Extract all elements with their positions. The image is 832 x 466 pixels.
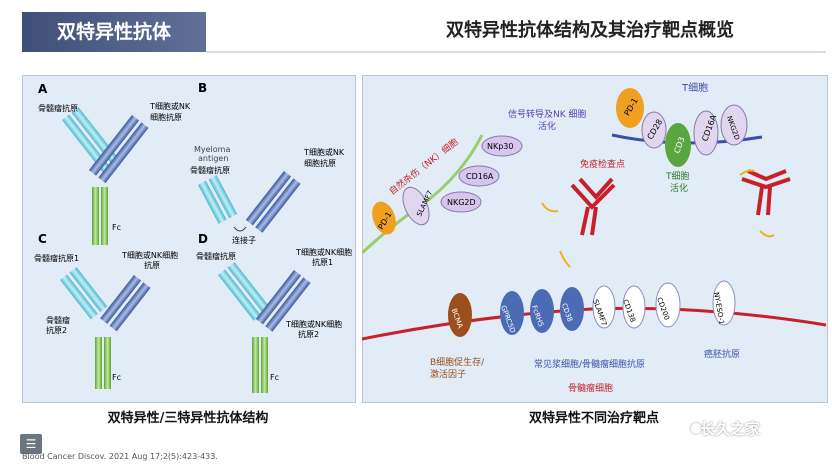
citation: Blood Cancer Discov. 2021 Aug 17;2(5):42… — [22, 452, 218, 461]
c-left-label-1: 骨髓瘤抗原1 — [34, 253, 79, 263]
header-tag-background — [22, 12, 206, 52]
label-d: D — [198, 232, 208, 246]
arrow-icon — [541, 202, 559, 213]
d-right-label-2: 抗原1 — [312, 257, 333, 267]
a-left-label: 骨髓瘤抗原 — [38, 103, 78, 113]
d-right-label-3: T细胞或NK细胞 — [285, 319, 342, 329]
c-right-label-1: T细胞或NK细胞 — [121, 250, 178, 260]
t-activation-label-2: 活化 — [670, 182, 688, 194]
cd138-marker — [622, 285, 646, 329]
nk-nkp30-marker — [481, 135, 523, 157]
label-c: C — [38, 232, 47, 246]
myeloma-membrane — [362, 306, 826, 341]
nk-cd16a-marker — [458, 165, 500, 187]
b-right-label-2: 细胞抗原 — [304, 158, 336, 168]
arrow-icon — [739, 169, 755, 176]
t-nkg2d-marker — [720, 104, 748, 146]
menu-icon[interactable]: ☰ — [20, 434, 42, 454]
nk-cell-label: 自然杀伤（NK）细胞 — [386, 136, 460, 198]
cd200-marker — [655, 282, 681, 328]
header-divider — [206, 51, 826, 53]
arrow-icon — [559, 250, 571, 268]
c-left-label-3: 抗原2 — [46, 325, 67, 335]
b-factor-label-2: 激活因子 — [430, 368, 466, 380]
antibody-structures-diagram: A 骨髓瘤抗原 T细胞或NK 细胞抗原 Fc B Myeloma antigen… — [34, 81, 352, 393]
nk-slamf7-marker — [402, 186, 430, 226]
nk-signal-label-1: 信号转导及NK 细胞 — [508, 108, 587, 120]
b-right-label-1: T细胞或NK — [303, 147, 345, 157]
d-right-label-1: T细胞或NK细胞 — [295, 247, 352, 257]
bispecific-antibody-right — [741, 169, 791, 216]
gprc5d-marker — [500, 291, 524, 335]
t-pd1-marker — [616, 88, 644, 128]
c-left-label-2: 骨髓瘤 — [46, 315, 70, 325]
a-fc-label: Fc — [112, 223, 121, 232]
d-right-label-4: 抗原2 — [298, 329, 319, 339]
antibody-d — [218, 262, 311, 393]
t-cell-label: T细胞 — [681, 81, 708, 94]
cancer-antigen-label: 癌胚抗原 — [704, 348, 740, 360]
b-left-label: 骨髓瘤抗原 — [190, 165, 230, 175]
header-tag: 双特异性抗体 — [56, 21, 171, 43]
target-caption: 双特异性不同治疗靶点 — [528, 411, 659, 426]
antibody-a — [62, 107, 149, 245]
watermark: 长久之家 — [700, 420, 761, 438]
antibody-b — [198, 171, 301, 233]
nk-nkg2d-marker — [440, 191, 482, 213]
c-fc-label: Fc — [112, 373, 121, 382]
nk-nkg2d-label: NKG2D — [447, 198, 476, 207]
structure-caption: 双特异性/三特异性抗体结构 — [107, 411, 269, 426]
common-antigen-label: 常见浆细胞/骨髓瘤细胞抗原 — [534, 358, 645, 370]
wechat-icon: ● — [690, 420, 703, 436]
label-a: A — [38, 82, 48, 96]
b-top-label-2: antigen — [198, 154, 228, 163]
cd38-marker — [560, 287, 584, 331]
slamf7-marker — [592, 285, 616, 329]
t-cd16a-marker — [693, 110, 719, 156]
nk-nkp30-label: NKp30 — [487, 142, 514, 151]
arrow-icon — [759, 230, 775, 238]
nk-signal-label-2: 活化 — [538, 120, 556, 132]
bcma-marker — [448, 293, 472, 337]
nk-pd1-marker — [372, 201, 396, 235]
c-right-label-2: 抗原 — [144, 260, 160, 270]
a-right-label-1: T细胞或NK — [149, 101, 191, 111]
ny-eso-1-marker — [712, 280, 736, 326]
page-title: 双特异性抗体结构及其治疗靶点概览 — [446, 20, 734, 41]
antibody-c — [60, 267, 151, 389]
d-left-label: 骨髓瘤抗原 — [196, 251, 236, 261]
checkpoint-label: 免疫检查点 — [580, 158, 625, 170]
therapeutic-targets-diagram: PD-1 SLAMF7 NKG2D CD16A NKp30 自然杀伤（NK）细胞… — [362, 81, 826, 394]
b-linker-label: 连接子 — [232, 235, 256, 245]
t-cd28-marker — [641, 111, 667, 149]
a-right-label-2: 细胞抗原 — [150, 112, 182, 122]
bispecific-antibody-center — [570, 177, 616, 236]
target-panel — [362, 75, 828, 403]
fcrh5-marker — [530, 289, 554, 333]
t-cd3-marker — [665, 123, 691, 167]
t-activation-label-1: T细胞 — [665, 170, 690, 182]
b-factor-label-1: B细胞促生存/ — [430, 356, 485, 368]
d-fc-label: Fc — [270, 373, 279, 382]
nk-cd16a-label: CD16A — [466, 172, 494, 181]
label-b: B — [198, 81, 207, 95]
myeloma-cell-label: 骨髓瘤细胞 — [568, 382, 613, 394]
b-top-label-1: Myeloma — [194, 145, 230, 154]
